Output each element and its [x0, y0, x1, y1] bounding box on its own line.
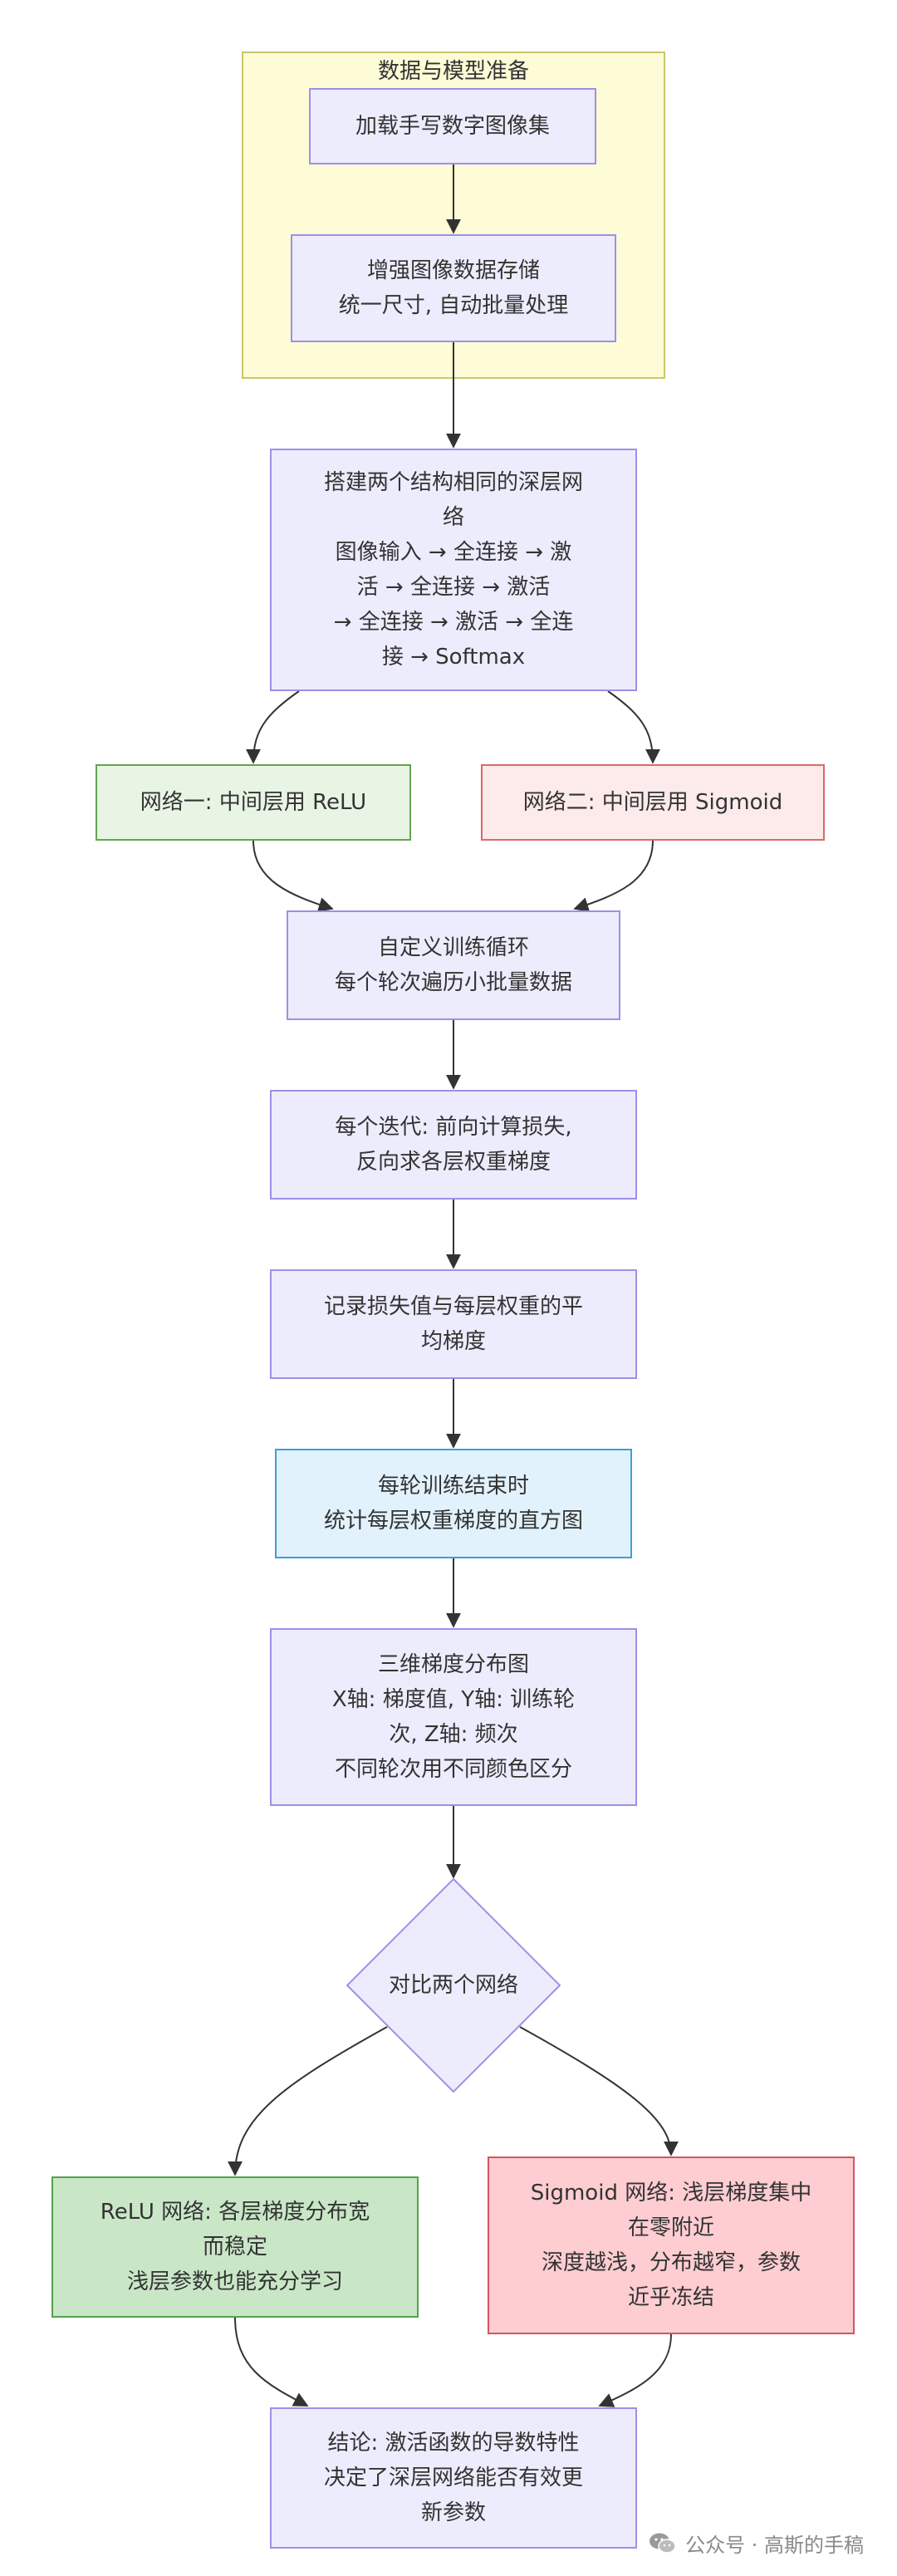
edge-build-net2 [607, 690, 660, 764]
edge-net2-loop [573, 840, 654, 912]
edge-build-net1 [246, 690, 300, 764]
network-sigmoid-node: 网络二: 中间层用 Sigmoid [481, 764, 825, 841]
wechat-icon [649, 2533, 676, 2554]
compare-diamond [346, 1877, 561, 2093]
edge-compare-sigmoid [519, 2026, 679, 2156]
network-relu-node: 网络一: 中间层用 ReLU [96, 764, 411, 841]
watermark: 公众号 · 高斯的手稿 [649, 2529, 864, 2558]
watermark-text: 公众号 · 高斯的手稿 [685, 2534, 864, 2557]
record-gradients-node: 记录损失值与每层权重的平均梯度 [270, 1269, 637, 1379]
edge-net1-loop [252, 840, 334, 912]
edge-compare-relu [228, 2026, 388, 2176]
cluster-title: 数据与模型准备 [377, 59, 529, 84]
edge-sigmoid-conclusion [598, 2333, 672, 2407]
training-loop-node: 自定义训练循环每个轮次遍历小批量数据 [287, 910, 620, 1020]
gradient-histogram-node: 每轮训练结束时统计每层权重梯度的直方图 [275, 1449, 632, 1558]
augment-datastore-node: 增强图像数据存储统一尺寸, 自动批量处理 [291, 234, 616, 342]
conclusion-node: 结论: 激活函数的导数特性决定了深层网络能否有效更 新参数 [270, 2407, 637, 2549]
load-dataset-node: 加载手写数字图像集 [309, 88, 596, 164]
relu-result-node: ReLU 网络: 各层梯度分布宽而稳定 浅层参数也能充分学习 [51, 2176, 419, 2318]
build-networks-node: 搭建两个结构相同的深层网络 图像输入 → 全连接 → 激活 → 全连接 → 激活… [270, 449, 637, 691]
iteration-node: 每个迭代: 前向计算损失,反向求各层权重梯度 [270, 1090, 637, 1200]
edge-relu-conclusion [234, 2317, 309, 2407]
sigmoid-result-node: Sigmoid 网络: 浅层梯度集中在零附近 深度越浅，分布越窄，参数近乎冻结 [488, 2156, 855, 2334]
compare-networks-label: 对比两个网络 [388, 1973, 518, 1998]
